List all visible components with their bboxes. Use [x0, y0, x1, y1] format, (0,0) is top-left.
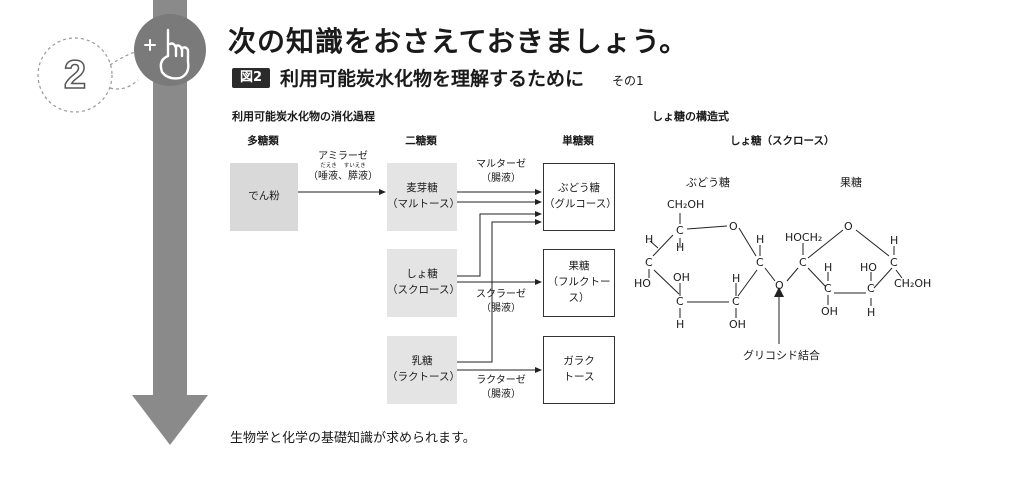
maltose-sub: （マルトース）: [387, 198, 460, 210]
atom-h: H: [676, 318, 685, 331]
structure-heading: しょ糖（スクロース）: [730, 135, 835, 147]
starch-box: でん粉: [230, 163, 298, 231]
atom-h: H: [867, 306, 876, 319]
page-title: 次の知識をおさえておきましょう。: [228, 25, 689, 58]
atom-c: C: [824, 282, 832, 295]
atom-h: H: [732, 272, 741, 285]
atom-c: C: [645, 256, 653, 269]
structure-section-label: しょ糖の構造式: [652, 110, 729, 123]
step-number: 2: [64, 53, 86, 97]
fructose-sub: （フルクトース）: [547, 276, 611, 304]
atom-ch2oh-right: CH₂OH: [894, 277, 932, 290]
pointing-hand-icon: [144, 28, 190, 80]
galactose-line2: トース: [563, 371, 595, 383]
bond-arrow-head: [774, 287, 784, 297]
lactase-name: ラクターゼ: [476, 375, 526, 386]
header-disaccharide: 二糖類: [405, 135, 437, 147]
lactase-source: （腸液）: [481, 388, 521, 400]
arrow-sucrose-to-glucose: [457, 211, 542, 277]
figure-subtitle: 利用可能炭水化物を理解するために: [280, 68, 585, 90]
atom-oh: OH: [673, 271, 690, 284]
maltose-box: 麦芽糖 （マルトース）: [387, 163, 460, 231]
atom-o: O: [729, 220, 738, 233]
atom-o-glycosidic: O: [775, 279, 784, 292]
arrow-head: [132, 395, 208, 445]
glycosidic-bond-label: グリコシド結合: [743, 349, 820, 362]
atom-ho: HO: [634, 277, 651, 290]
lactose-name: 乳糖: [411, 355, 433, 368]
maltase-label: マルターゼ （腸液）: [462, 158, 540, 185]
arrow-lactose-to-glucose: [457, 219, 542, 363]
figure-badge: 図2: [232, 68, 270, 88]
amylase-ruby-1: だえき: [320, 162, 337, 169]
amylase-ruby-2: すいえき: [343, 162, 366, 169]
atom-c: C: [799, 256, 807, 269]
amylase-ruby: だえき すいえき: [302, 162, 384, 170]
atom-c: C: [890, 256, 898, 269]
atom-h: H: [645, 233, 654, 246]
digestion-section-label: 利用可能炭水化物の消化過程: [232, 110, 375, 123]
glucose-sub: （グルコース）: [544, 198, 617, 210]
header-monosaccharide: 単糖類: [562, 135, 594, 147]
atom-oh: OH: [821, 305, 838, 318]
atom-c: C: [732, 295, 740, 308]
fructose-box: 果糖 （フルクトース）: [543, 249, 615, 317]
sucrase-source: （腸液）: [481, 302, 521, 314]
figure-part: その1: [612, 74, 644, 88]
atom-c: C: [676, 295, 684, 308]
lactose-box: 乳糖 （ラクトース）: [387, 336, 460, 404]
amylase-source: （唾液、膵液）: [308, 170, 378, 182]
sucrose-box: しょ糖 （スクロース）: [387, 249, 460, 317]
footer-note: 生物学と化学の基礎知識が求められます。: [230, 431, 476, 446]
atom-c: C: [676, 224, 684, 237]
step-circle: [37, 37, 113, 113]
maltase-source: （腸液）: [481, 172, 521, 184]
atom-ho: HO: [860, 261, 877, 274]
structure-bonds: [648, 213, 903, 344]
atom-c: C: [867, 282, 875, 295]
fructose-name: 果糖: [568, 260, 590, 273]
glucose-struct-label: ぶどう糖: [686, 176, 730, 189]
fructose-struct-label: 果糖: [840, 176, 862, 189]
atom-h: H: [824, 261, 833, 274]
sucrose-name: しょ糖: [406, 268, 438, 281]
galactose-line1: ガラク: [563, 355, 595, 368]
amylase-label: アミラーゼ だえき すいえき （唾液、膵液）: [302, 150, 384, 183]
galactose-box: ガラク トース: [543, 336, 615, 404]
maltose-name: 麦芽糖: [406, 182, 438, 195]
lactose-sub: （ラクトース）: [387, 371, 460, 383]
sucrose-sub: （スクロース）: [387, 284, 460, 296]
atom-c: C: [756, 256, 764, 269]
glucose-box: ぶどう糖 （グルコース）: [543, 163, 617, 231]
atom-h: H: [756, 233, 765, 246]
glucose-name: ぶどう糖: [558, 182, 600, 195]
atom-h: H: [890, 234, 899, 247]
atom-h: H: [676, 241, 685, 254]
atom-o: O: [844, 220, 853, 233]
atom-hoch2: HOCH₂: [785, 231, 823, 244]
atom-oh: OH: [729, 318, 746, 331]
header-polysaccharide: 多糖類: [247, 135, 279, 147]
connector-dash: [109, 79, 139, 90]
atom-ch2oh: CH₂OH: [667, 198, 705, 211]
sucrase-label: スクラーゼ （腸液）: [462, 288, 540, 315]
sucrase-name: スクラーゼ: [476, 289, 526, 300]
starch-label: でん粉: [248, 190, 280, 203]
maltase-name: マルターゼ: [476, 159, 526, 170]
lactase-label: ラクターゼ （腸液）: [462, 374, 540, 401]
amylase-name: アミラーゼ: [318, 151, 368, 162]
